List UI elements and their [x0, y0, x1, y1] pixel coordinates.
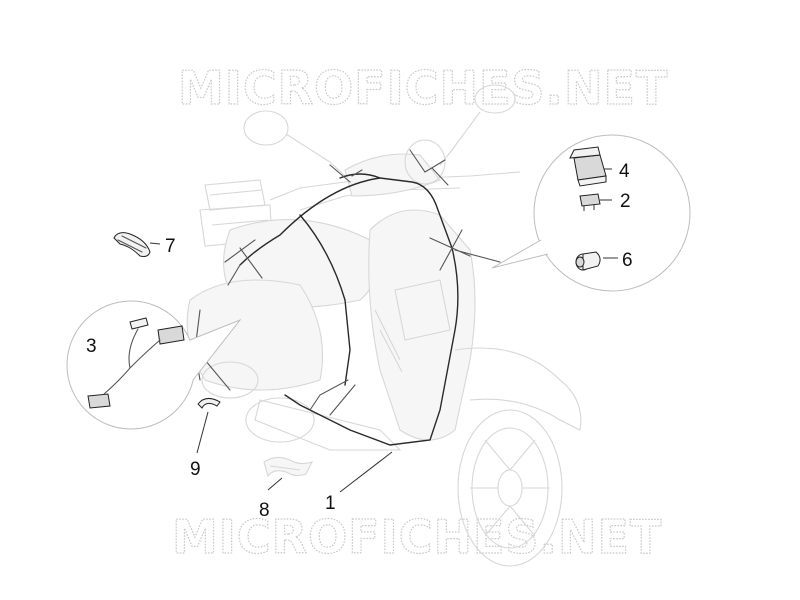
- scooter-outline: [186, 84, 582, 567]
- callout-4: 4: [619, 161, 630, 182]
- cable-tie-part: [113, 232, 151, 257]
- leader-lines: [149, 168, 618, 493]
- callout-8: 8: [259, 500, 270, 521]
- callout-9: 9: [190, 459, 201, 480]
- clip-part: [197, 398, 221, 409]
- connector-harness-part: [87, 317, 185, 409]
- callout-7: 7: [165, 236, 176, 257]
- callout-labels: 1 2 3 4 6 7 8 9: [86, 161, 633, 521]
- callout-1: 1: [325, 493, 336, 514]
- callout-2: 2: [620, 191, 631, 212]
- relay-part: [569, 146, 607, 187]
- protective-sheet-part: [263, 456, 314, 478]
- cap-part: [575, 251, 601, 271]
- fuse-part: [579, 193, 601, 211]
- watermark-bottom: MICROFICHES.NET: [172, 510, 662, 564]
- watermark-top: MICROFICHES.NET: [178, 61, 668, 115]
- callout-6: 6: [622, 250, 633, 271]
- callout-3: 3: [86, 336, 97, 357]
- detail-bubble-right: [491, 134, 691, 292]
